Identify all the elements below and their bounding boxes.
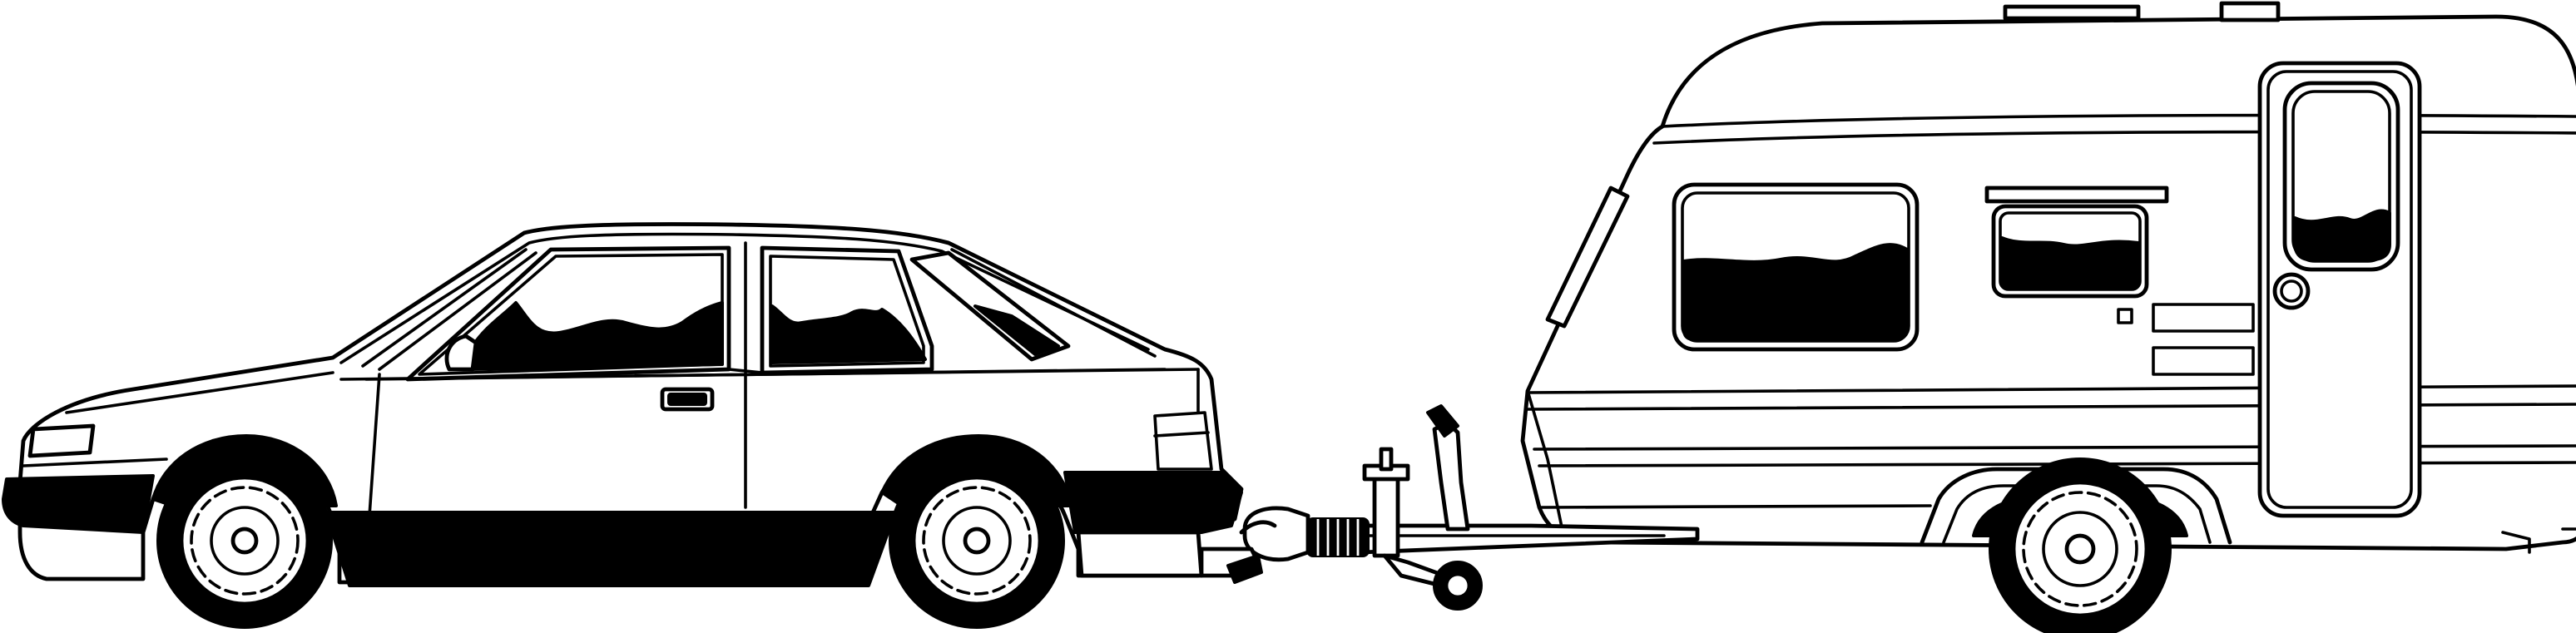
- car-roof-line: [339, 232, 1150, 364]
- jockey-wheel-post: [1372, 473, 1400, 558]
- caravan-socket: [2117, 308, 2133, 324]
- caravan-skirt: [1538, 504, 1932, 509]
- coupling-bellows: [1306, 517, 1370, 557]
- car-front-wheel: [156, 452, 333, 629]
- caravan-door-handle: [2272, 272, 2311, 310]
- jockey-wheel: [1433, 561, 1483, 611]
- caravan-door-curtain: [2293, 209, 2391, 261]
- car-rear-window-shadow: [770, 304, 927, 364]
- car-side-mirror: [444, 334, 478, 372]
- caravan-wheel: [1989, 457, 2172, 633]
- car-rear-bumper: [1063, 471, 1243, 534]
- car-rear-valance: [1076, 530, 1204, 578]
- caravan: [1242, 1, 2576, 633]
- car: [2, 222, 1277, 629]
- car-headlight: [27, 423, 96, 458]
- car-rear-wheel: [889, 452, 1065, 629]
- caravan-vent-lower: [2152, 346, 2255, 376]
- car-front-window-shadow: [468, 301, 724, 371]
- car-front-bumper: [2, 474, 155, 534]
- car-tail-light: [1153, 411, 1213, 471]
- car-side-sill: [324, 511, 897, 587]
- caravan-front-window: [1545, 185, 1630, 329]
- caravan-vent-upper: [2152, 303, 2255, 333]
- caravan-large-window-curtain: [1682, 243, 1909, 341]
- caravan-roof-vent-small: [2219, 1, 2281, 22]
- caravan-handbrake-lever: [1432, 420, 1470, 532]
- caravan-small-window-frame: [1984, 185, 2169, 204]
- car-quarter-window-shadow: [973, 304, 1060, 356]
- caravan-small-window-curtain: [2000, 236, 2140, 289]
- caravan-roof-vent: [2003, 4, 2141, 21]
